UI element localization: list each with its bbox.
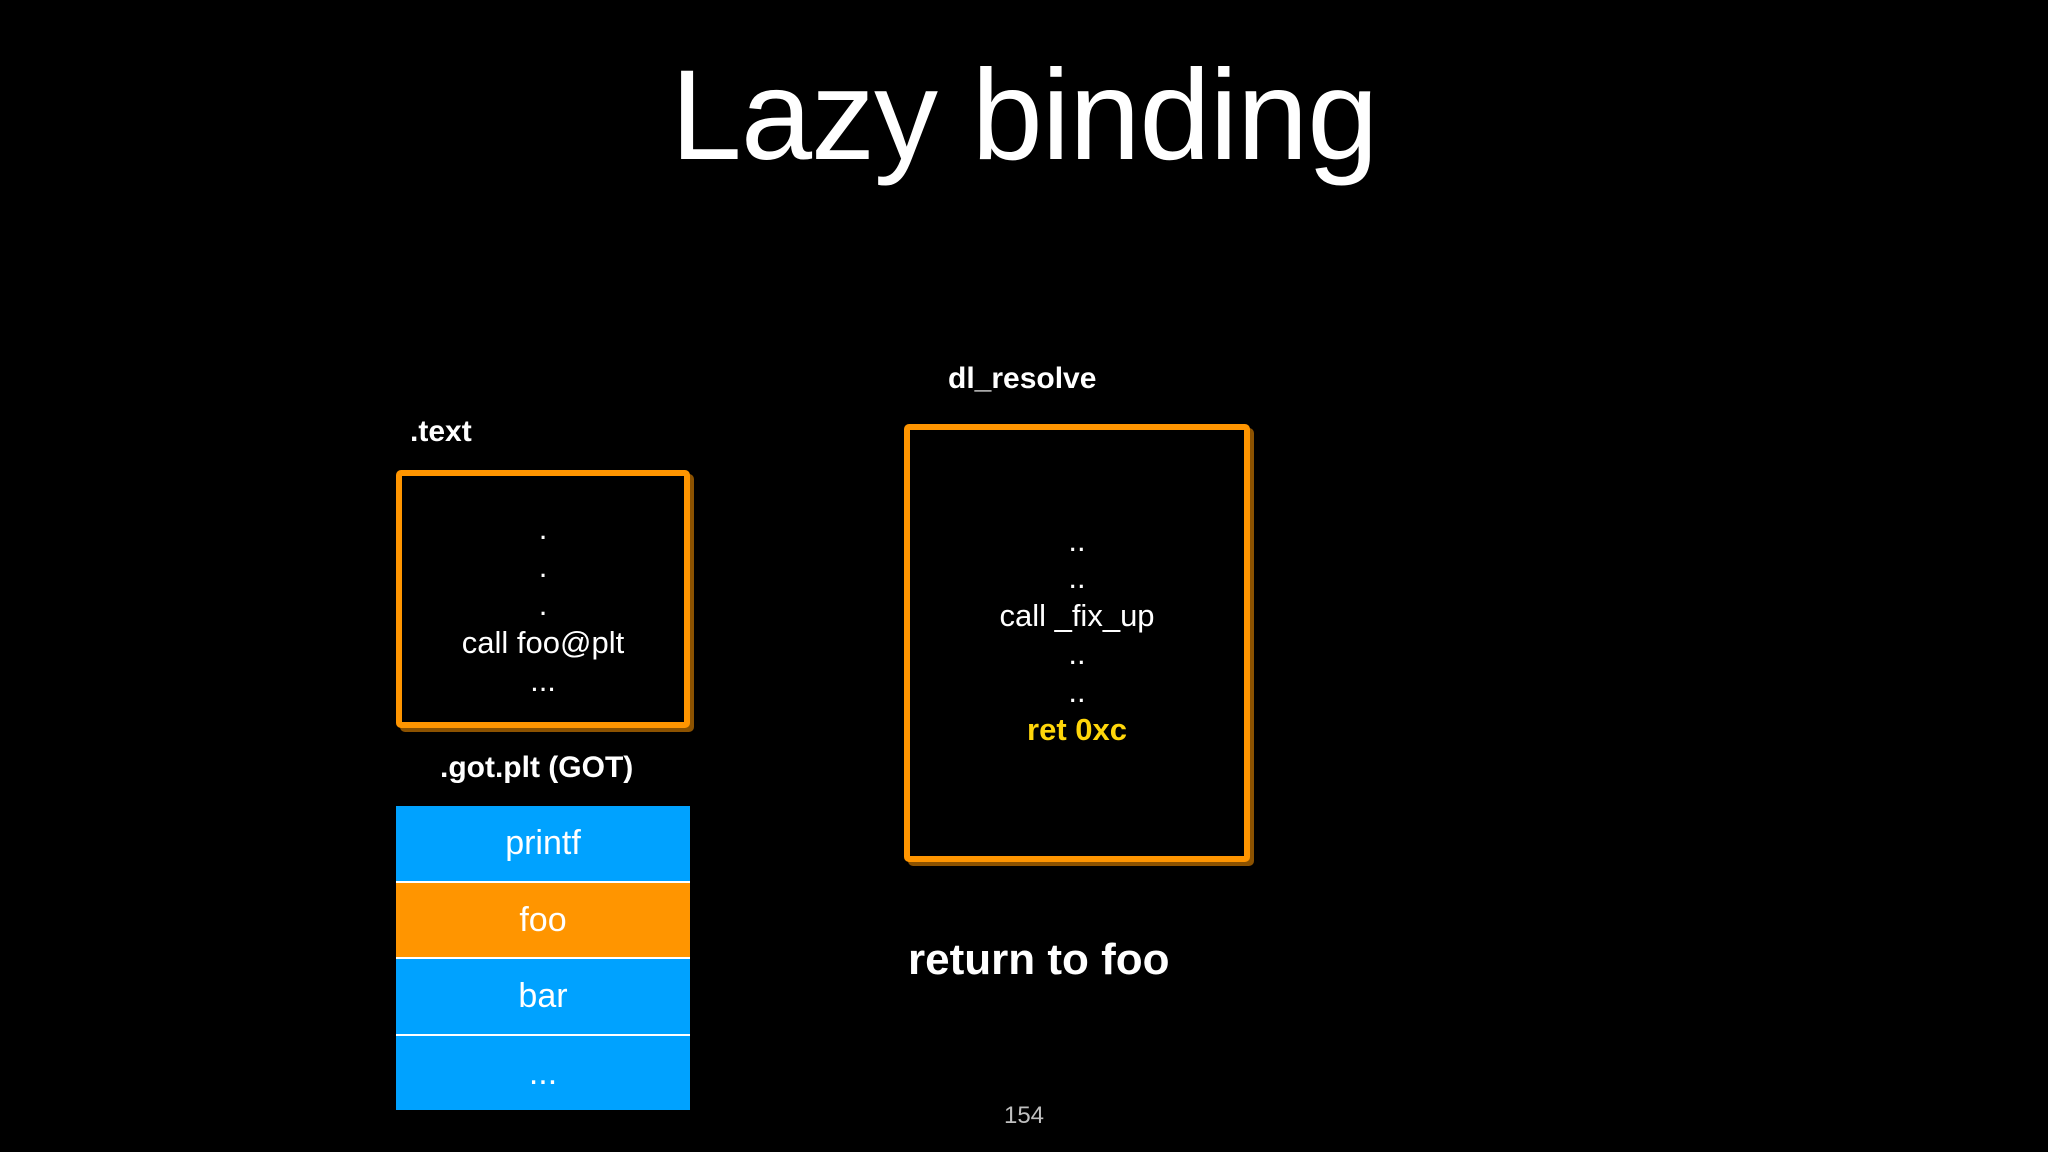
- dl-resolve-line: ..: [1068, 636, 1086, 671]
- text-line: .: [538, 587, 548, 623]
- got-row-bar[interactable]: bar: [396, 959, 690, 1034]
- dl-resolve-section-label: dl_resolve: [948, 362, 1097, 395]
- dl-resolve-line-ret: ret 0xc: [1027, 711, 1127, 747]
- page-number: 154: [1003, 1102, 1045, 1129]
- dl-resolve-line-call-fix-up: call _fix_up: [999, 598, 1155, 634]
- dl-resolve-section-box: .. .. call _fix_up .. .. ret 0xc: [904, 424, 1250, 862]
- got-row-label: foo: [519, 900, 567, 939]
- text-section-lines: . . . call foo@plt ...: [402, 510, 684, 699]
- text-line: .: [538, 549, 548, 585]
- text-line-call-foo-plt: call foo@plt: [461, 624, 625, 660]
- text-line-ellipsis: ...: [530, 662, 556, 698]
- got-row-ellipsis[interactable]: ...: [396, 1035, 690, 1110]
- text-section-box: . . . call foo@plt ...: [396, 470, 690, 728]
- got-row-foo[interactable]: foo: [396, 882, 690, 957]
- dl-resolve-line: ..: [1068, 522, 1086, 558]
- got-row-label: printf: [505, 824, 581, 863]
- text-line: .: [538, 511, 548, 547]
- got-section-label: .got.plt (GOT): [440, 751, 634, 784]
- return-to-foo-annotation: return to foo: [908, 935, 1170, 984]
- page-title: Lazy binding: [670, 44, 1379, 187]
- dl-resolve-line: ..: [1068, 560, 1086, 596]
- text-section-label: .text: [410, 415, 472, 448]
- dl-resolve-line: ..: [1068, 673, 1086, 709]
- got-row-printf[interactable]: printf: [396, 806, 690, 881]
- got-table: printf foo bar ...: [396, 806, 690, 1110]
- got-row-label: ...: [528, 1053, 558, 1092]
- got-row-label: bar: [518, 977, 568, 1016]
- dl-resolve-lines: .. .. call _fix_up .. .. ret 0xc: [910, 522, 1244, 749]
